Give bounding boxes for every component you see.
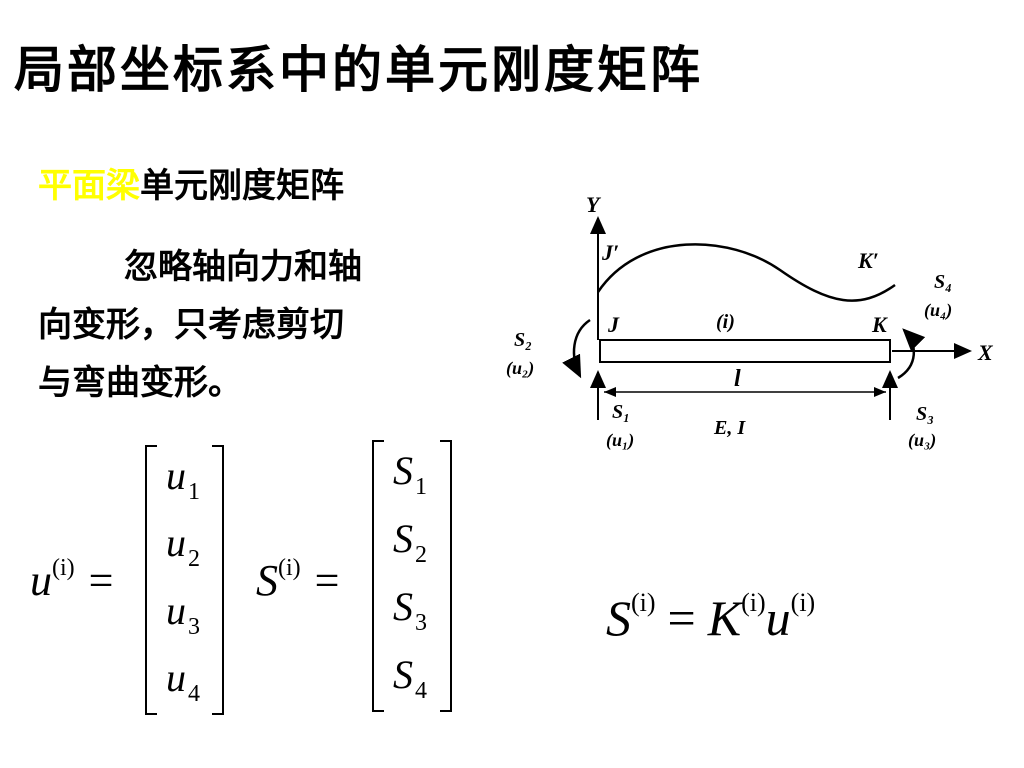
length-label: l xyxy=(734,366,741,392)
u4-label: (u₄) xyxy=(924,300,952,321)
s4-label: S₄ xyxy=(934,271,952,293)
node-j-deformed-label: J′ xyxy=(601,240,619,265)
equation-u-sup: (i) xyxy=(790,588,816,617)
description-line-3: 与弯曲变形。 xyxy=(38,363,242,403)
u-vector-label: u(i) = xyxy=(30,555,113,606)
description-text: 忽略轴向力和轴 向变形，只考虑剪切 与弯曲变形。 xyxy=(38,238,453,412)
node-j-label: J xyxy=(607,312,620,337)
equation-equals: = xyxy=(667,590,696,646)
s-equals: = xyxy=(314,556,340,605)
s4-moment-arrow xyxy=(897,328,926,380)
subtitle-rest: 单元刚度矩阵 xyxy=(140,166,344,206)
equation-k: K xyxy=(707,590,742,646)
u-symbol: u xyxy=(30,556,52,605)
u3-label: (u₃) xyxy=(908,430,936,451)
s-symbol: S xyxy=(256,556,278,605)
subtitle-highlight: 平面梁 xyxy=(38,166,140,206)
equation-u: u xyxy=(765,590,791,646)
u-entry-2: u2 xyxy=(166,520,200,573)
y-axis-label: Y xyxy=(586,192,602,217)
s-entry-2: S2 xyxy=(393,516,427,568)
equation-lhs-sup: (i) xyxy=(631,588,656,617)
s3-label: S₃ xyxy=(916,403,934,425)
s-vector-left-bracket xyxy=(372,440,384,712)
u-vector-right-bracket xyxy=(212,445,224,715)
s-superscript: (i) xyxy=(278,555,301,581)
properties-label: E, I xyxy=(713,417,746,439)
s-entry-4: S4 xyxy=(393,652,427,704)
s-vector-right-bracket xyxy=(440,440,452,712)
description-line-1: 忽略轴向力和轴 xyxy=(124,247,362,287)
u-superscript: (i) xyxy=(52,555,75,581)
s2-moment-arrow xyxy=(562,318,591,379)
page-title: 局部坐标系中的单元刚度矩阵 xyxy=(14,41,703,99)
s-entry-3: S3 xyxy=(393,584,427,636)
u-entry-4: u4 xyxy=(166,655,200,708)
u-equals: = xyxy=(88,556,114,605)
u-vector-left-bracket xyxy=(145,445,157,715)
equation-lhs: S xyxy=(606,590,631,646)
node-k-label: K xyxy=(871,312,888,337)
s-entry-1: S1 xyxy=(393,448,427,500)
node-k-deformed-label: K′ xyxy=(857,248,879,273)
element-label: (i) xyxy=(716,311,735,333)
deflection-curve xyxy=(596,243,896,302)
u-entry-1: u1 xyxy=(166,452,200,505)
stiffness-equation: S(i)=K(i)u(i) xyxy=(606,588,815,647)
u-vector-entries: u1 u2 u3 u4 xyxy=(143,445,223,715)
beam-element xyxy=(599,339,891,363)
s2-label: S₂ xyxy=(514,329,532,351)
u-entry-3: u3 xyxy=(166,587,200,640)
s1-label: S₁ xyxy=(612,401,630,423)
s-vector-label: S(i) = xyxy=(256,555,339,606)
equation-k-sup: (i) xyxy=(741,588,766,617)
x-axis-label: X xyxy=(977,340,994,365)
description-line-2: 向变形，只考虑剪切 xyxy=(38,305,344,345)
u2-label: (u₂) xyxy=(506,358,534,379)
u1-label: (u₁) xyxy=(606,430,634,451)
section-subtitle: 平面梁单元刚度矩阵 xyxy=(38,158,344,207)
s-vector-entries: S1 S2 S3 S4 xyxy=(370,440,450,712)
beam-diagram: Y X J′ K′ J K (i) l E, I S₁ (u₁) S₃ (u₃)… xyxy=(506,192,994,451)
